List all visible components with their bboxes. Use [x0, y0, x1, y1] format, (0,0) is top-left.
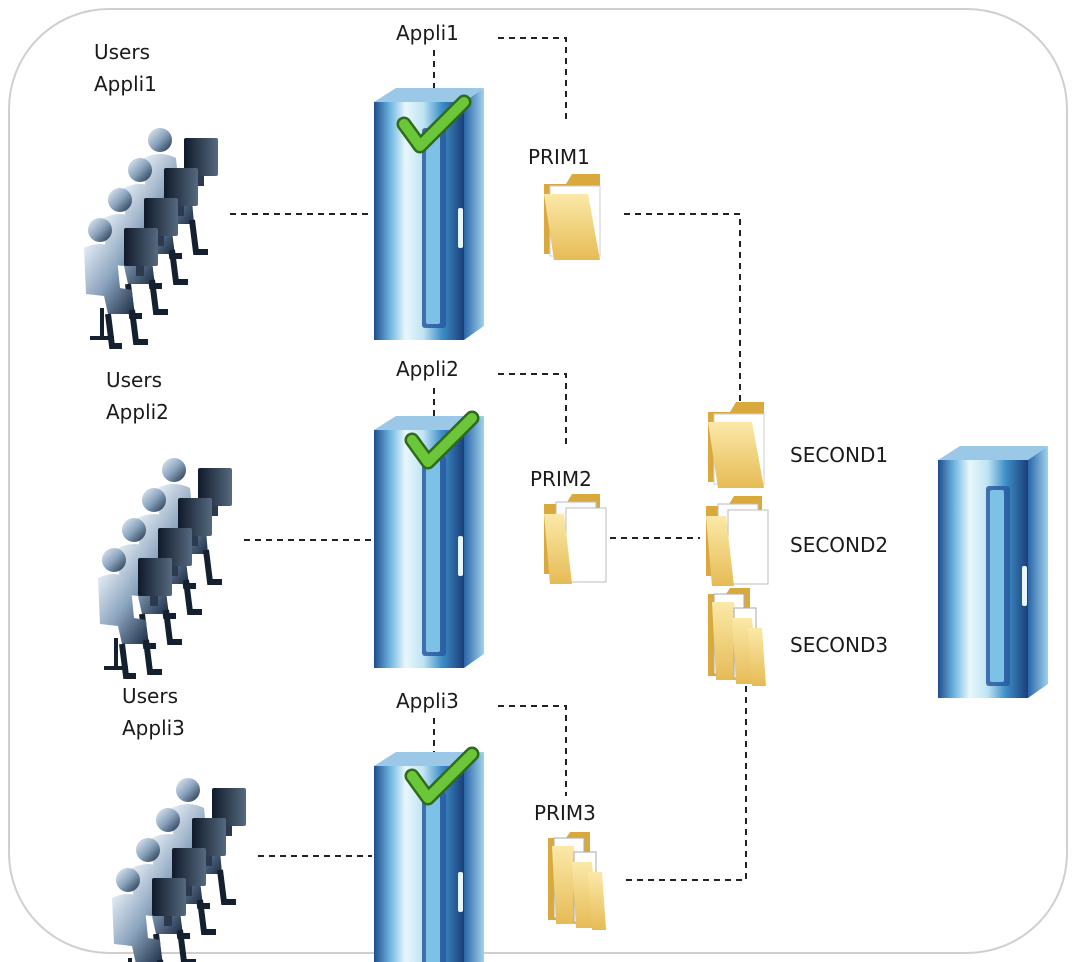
server-appli3-icon	[374, 752, 484, 962]
second-label-3: SECOND3	[790, 633, 889, 657]
folder-second1-icon	[707, 401, 765, 489]
app-label-1: Appli1	[396, 21, 459, 45]
connectors	[230, 37, 747, 881]
second-label-1: SECOND1	[790, 443, 889, 467]
frame	[8, 8, 1068, 954]
users-label-1: Users Appli1	[94, 40, 157, 96]
connector-prim1-second1	[624, 213, 741, 408]
server-secondary-icon	[938, 446, 1048, 698]
folder-prim1-icon	[543, 173, 601, 261]
prim-label-2: PRIM2	[530, 467, 592, 491]
prim-label-3: PRIM3	[534, 801, 596, 825]
folder-second2-icon	[705, 495, 769, 587]
prim-label-1: PRIM1	[528, 145, 590, 169]
connector-prim3-second3	[626, 676, 747, 881]
connector-appli1-prim1	[498, 37, 567, 124]
connector-appli2-prim2	[498, 373, 567, 444]
connector-appli3-prim3	[498, 705, 567, 796]
server-appli1-icon	[374, 88, 484, 340]
users-label-3: Users Appli3	[122, 684, 185, 740]
second-label-2: SECOND2	[790, 533, 889, 557]
app-label-2: Appli2	[396, 357, 459, 381]
users-label-2: Users Appli2	[106, 368, 169, 424]
app-label-3: Appli3	[396, 689, 459, 713]
folder-prim2-icon	[543, 493, 607, 585]
